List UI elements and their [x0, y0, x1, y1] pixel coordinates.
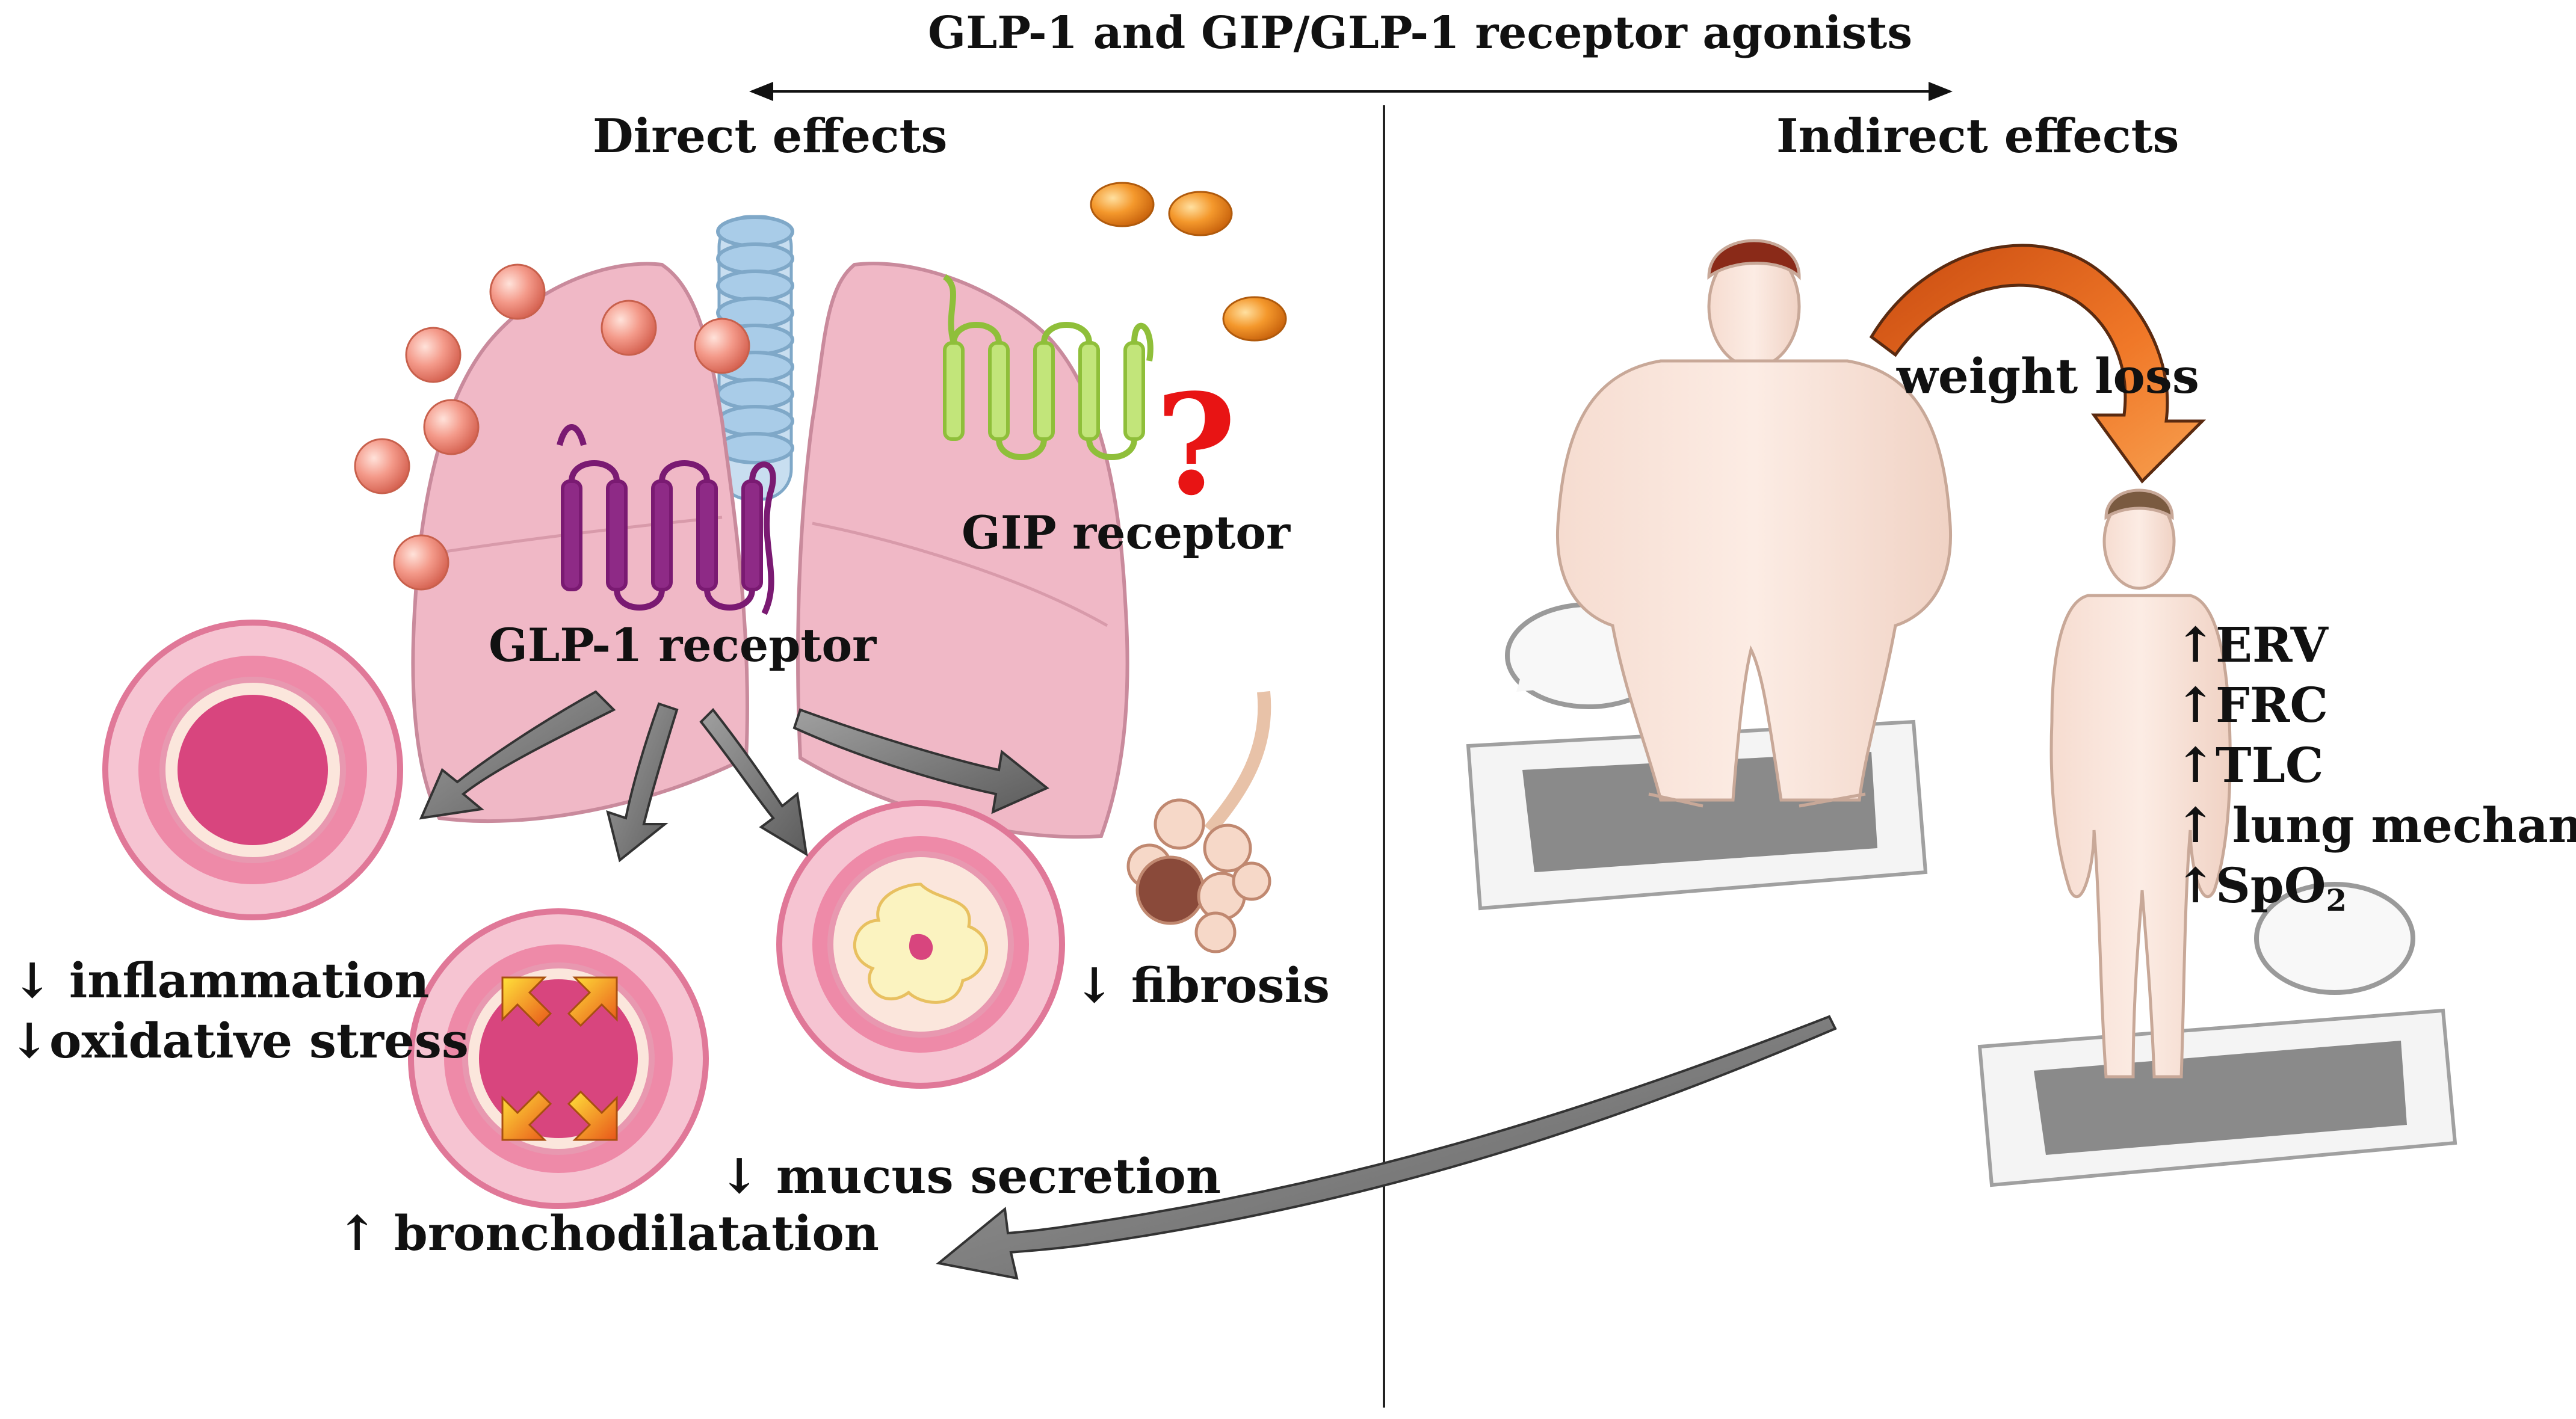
- oxidative-stress-effect: ↓oxidative stress: [9, 1012, 469, 1069]
- mucus-secretion-effect: ↓ mucus secretion: [719, 1148, 1222, 1204]
- erv-effect: ↑ERV: [2175, 617, 2328, 673]
- main-title: GLP-1 and GIP/GLP-1 receptor agonists: [928, 7, 1913, 59]
- glp1-receptor-icon: [557, 424, 776, 615]
- gip-receptor-icon: [942, 274, 1154, 460]
- effect-arrows: [419, 690, 1049, 863]
- spo2-text: ↑SpO: [2175, 857, 2326, 914]
- header-double-arrow: [749, 82, 1953, 101]
- gip-receptor-label: GIP receptor: [962, 506, 1291, 559]
- airway-cross-section-inflammation: [102, 620, 403, 920]
- indirect-to-direct-arrow: [936, 1015, 1837, 1280]
- airway-cross-section-bronchodilatation: [408, 908, 709, 1209]
- lung-mechanics-effect: ↑ lung mechanics: [2175, 797, 2576, 854]
- indirect-effects-heading: Indirect effects: [1776, 109, 2179, 164]
- tlc-effect: ↑TLC: [2175, 737, 2324, 793]
- spo2-effect: ↑SpO2: [2175, 861, 2347, 915]
- trachea: [716, 215, 794, 501]
- frc-effect: ↑FRC: [2175, 677, 2328, 733]
- bronchodilatation-effect: ↑ bronchodilatation: [337, 1205, 879, 1261]
- slim-person-icon: [2049, 488, 2232, 1079]
- dilation-arrows-icon: [501, 976, 618, 1141]
- glp1-agonist-molecules: [354, 263, 750, 591]
- weight-loss-label: weight loss: [1897, 348, 2199, 404]
- scale-after: [1977, 882, 2457, 1187]
- question-mark: ?: [1155, 364, 1237, 526]
- fibrosis-alveoli-icon: [1126, 691, 1271, 953]
- spo2-subscript: 2: [2326, 882, 2347, 918]
- direct-effects-heading: Direct effects: [593, 109, 948, 164]
- fibrosis-effect: ↓ fibrosis: [1074, 957, 1330, 1014]
- weight-loss-arrow: [1869, 244, 2207, 484]
- airway-cross-section-mucus: [776, 800, 1065, 1089]
- obese-person-icon: [1556, 239, 1952, 808]
- glp1-receptor-label: GLP-1 receptor: [489, 618, 877, 672]
- inflammation-effect: ↓ inflammation: [12, 952, 430, 1009]
- gip-agonist-molecules: [1090, 182, 1287, 342]
